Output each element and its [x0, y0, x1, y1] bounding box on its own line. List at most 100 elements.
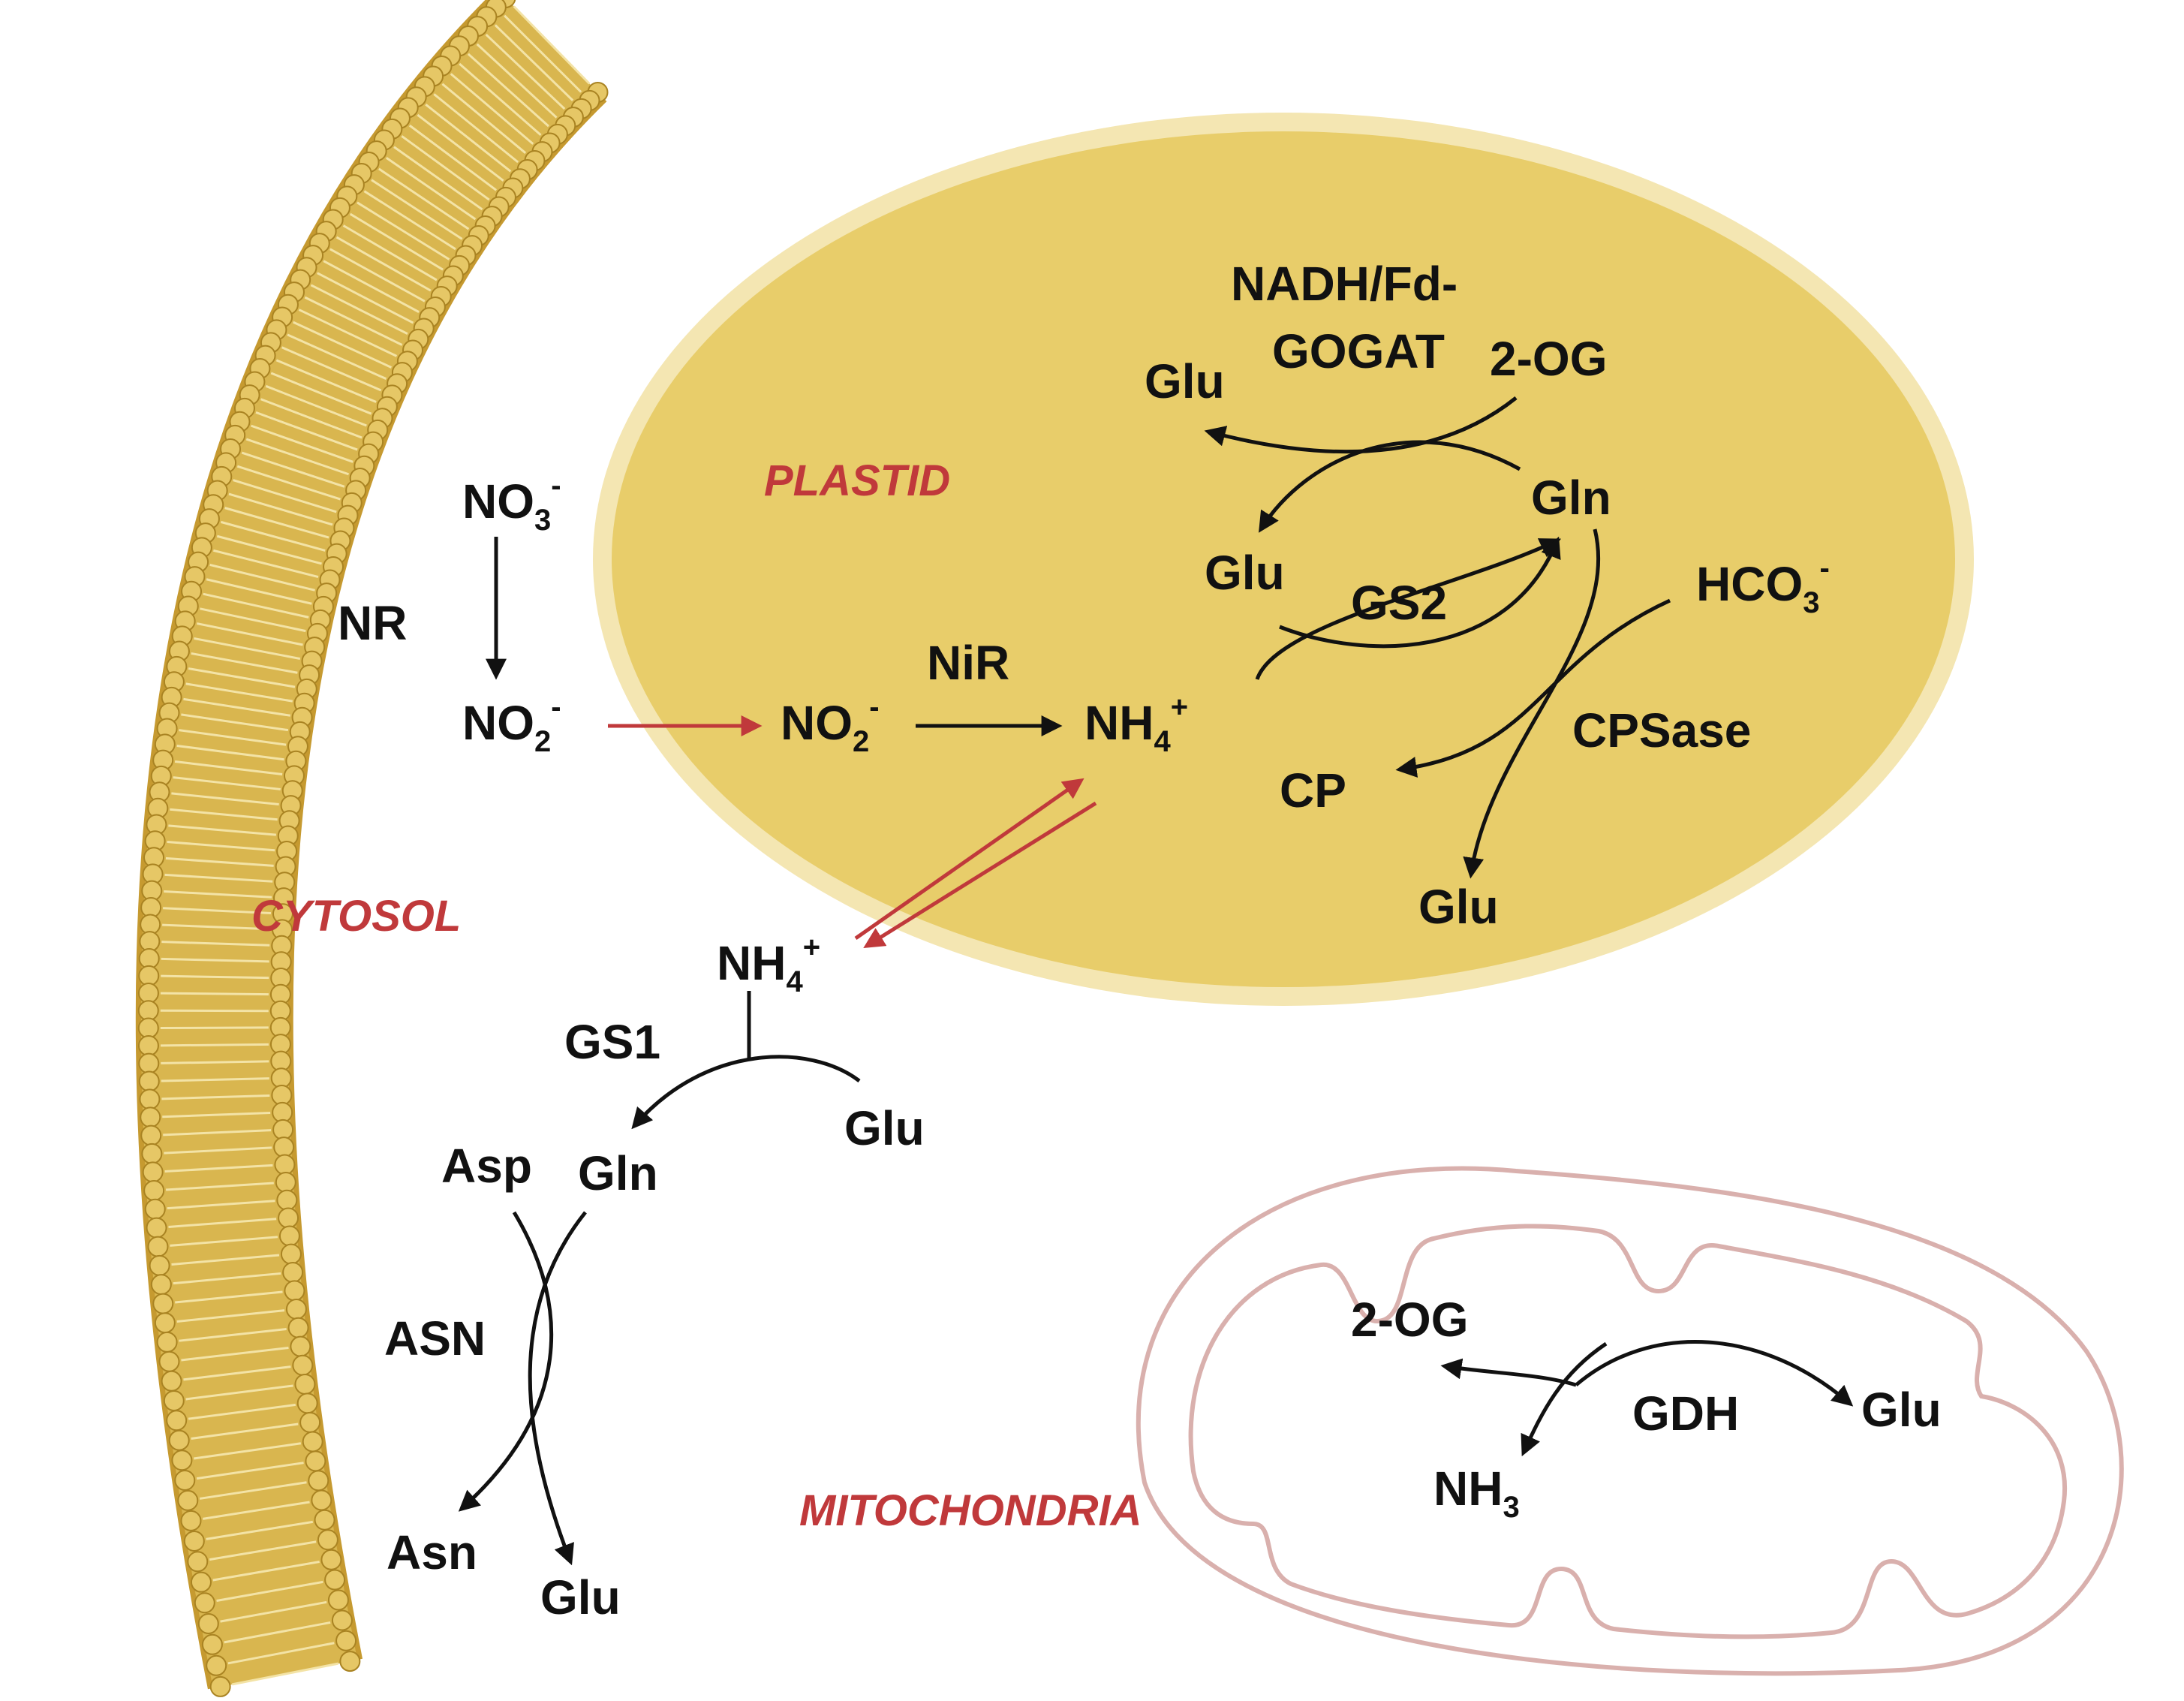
lipid-tail [245, 438, 350, 476]
lipid-tail [163, 907, 272, 914]
lipid-tail [349, 212, 444, 271]
lipid-tail [304, 296, 403, 346]
lipid-head [187, 1551, 209, 1573]
lipid-tail [183, 1365, 291, 1381]
lipid-head [177, 1489, 199, 1511]
lipid-head [201, 1633, 223, 1655]
lipid-tail [164, 873, 273, 883]
lipid-tail [310, 284, 408, 336]
lipid-tail [228, 492, 333, 526]
lipid-tail [171, 1254, 280, 1266]
lipid-tail [255, 411, 358, 451]
glutamate-mito: Glu [1861, 1383, 1942, 1437]
lipid-head [138, 1052, 160, 1074]
gdh-arrow-glu [1575, 1340, 1854, 1407]
lipid-tail [179, 729, 287, 746]
lipid-tail [161, 1094, 270, 1100]
lipid-tail [265, 384, 367, 427]
asparagine: Asn [387, 1525, 477, 1579]
lipid-tail [356, 201, 450, 260]
gs2-arrow-glu [1279, 536, 1561, 649]
gdh-arrow-2og [1440, 1358, 1577, 1387]
lipid-tail [323, 260, 420, 313]
lipid-tail [162, 923, 271, 931]
lipid-tail [194, 637, 301, 661]
lipid-tail [401, 135, 490, 201]
lipid-head [290, 1335, 311, 1357]
lipid-tail [168, 824, 276, 836]
lipid-tail [216, 534, 322, 565]
glutamate-mid: Glu [1205, 546, 1285, 600]
lipid-tail [241, 451, 345, 488]
mitochondrion-inner-membrane [1188, 1224, 2068, 1639]
gogat-arrow-gln [1259, 440, 1521, 533]
lipid-tail [287, 333, 387, 381]
lipid-tail [203, 1501, 310, 1520]
lipid-head [144, 1198, 166, 1220]
lipid-head [194, 1592, 215, 1614]
lipid-head [278, 1225, 300, 1247]
lipid-tail [224, 1621, 331, 1644]
lipid-tail [170, 808, 278, 821]
lipid-head [285, 1299, 307, 1320]
lipid-head [292, 1354, 314, 1376]
gdh-arrow-nh3 [1521, 1341, 1608, 1457]
lipid-tail [200, 607, 306, 633]
lipid-tail [168, 1218, 277, 1228]
lipid-head [180, 1510, 202, 1531]
lipid-tail [216, 1580, 323, 1602]
lipid-tail [188, 667, 296, 688]
lipid-tail [227, 1642, 335, 1665]
lipid-head [282, 1261, 304, 1283]
lipid-head [150, 1274, 172, 1296]
lipid-head [324, 1569, 346, 1591]
lipid-tail [220, 520, 326, 552]
glutamine-plastid: Gln [1531, 471, 1611, 525]
lipid-head [278, 1207, 299, 1229]
lipid-tail [181, 713, 289, 732]
mitochondrion [1136, 1166, 2124, 1676]
lipid-tail [329, 248, 426, 303]
lipid-head [274, 1154, 296, 1176]
lipid-head [209, 1675, 231, 1697]
lipid-head [161, 1370, 182, 1392]
lipid-tail [174, 760, 283, 775]
gs1-arrow [631, 1055, 861, 1130]
lipid-tail [393, 146, 483, 211]
lipid-tail [160, 1043, 269, 1047]
lipid-head [287, 1317, 309, 1338]
cpsase-arrow-hco3 [1395, 598, 1671, 778]
lipid-head [137, 1000, 159, 1022]
lipid-tail [459, 62, 542, 137]
lipid-tail [292, 321, 393, 369]
lipid-tail [270, 372, 372, 415]
lipid-head [335, 1630, 357, 1651]
carbamoyl-phosphate: CP [1280, 763, 1346, 817]
lipid-tail [183, 697, 290, 717]
lipid-tail [191, 1423, 299, 1441]
lipid-tail [188, 1403, 296, 1420]
lipid-tail [162, 1111, 271, 1118]
lipid-head [154, 1312, 176, 1334]
lipid-tail [220, 1600, 327, 1623]
glutamate-cps: Glu [1418, 880, 1499, 934]
gs2-arrow-nh4 [1255, 538, 1562, 680]
lipid-head [137, 982, 159, 1004]
asn-arrow-asp [458, 1211, 554, 1512]
lipid-tail [163, 1129, 272, 1137]
lipid-tail [203, 592, 309, 619]
lipid-tail [164, 1164, 273, 1173]
lipid-tail [179, 1328, 287, 1342]
lipid-tail [206, 578, 312, 605]
cpsase-arrow-gln [1463, 528, 1601, 879]
lipid-tail [199, 1481, 307, 1500]
bicarbonate: HCO3- [1696, 552, 1830, 619]
two-oxoglutarate-mito: 2-OG [1351, 1293, 1468, 1347]
lipid-tail [181, 1347, 289, 1362]
lipid-tail [176, 1309, 285, 1323]
lipid-head [142, 1161, 164, 1183]
lipid-head [280, 1243, 302, 1265]
lipid-tail [342, 224, 438, 281]
lipid-tail [298, 309, 398, 357]
ammonium-import-arrow [863, 801, 1097, 948]
